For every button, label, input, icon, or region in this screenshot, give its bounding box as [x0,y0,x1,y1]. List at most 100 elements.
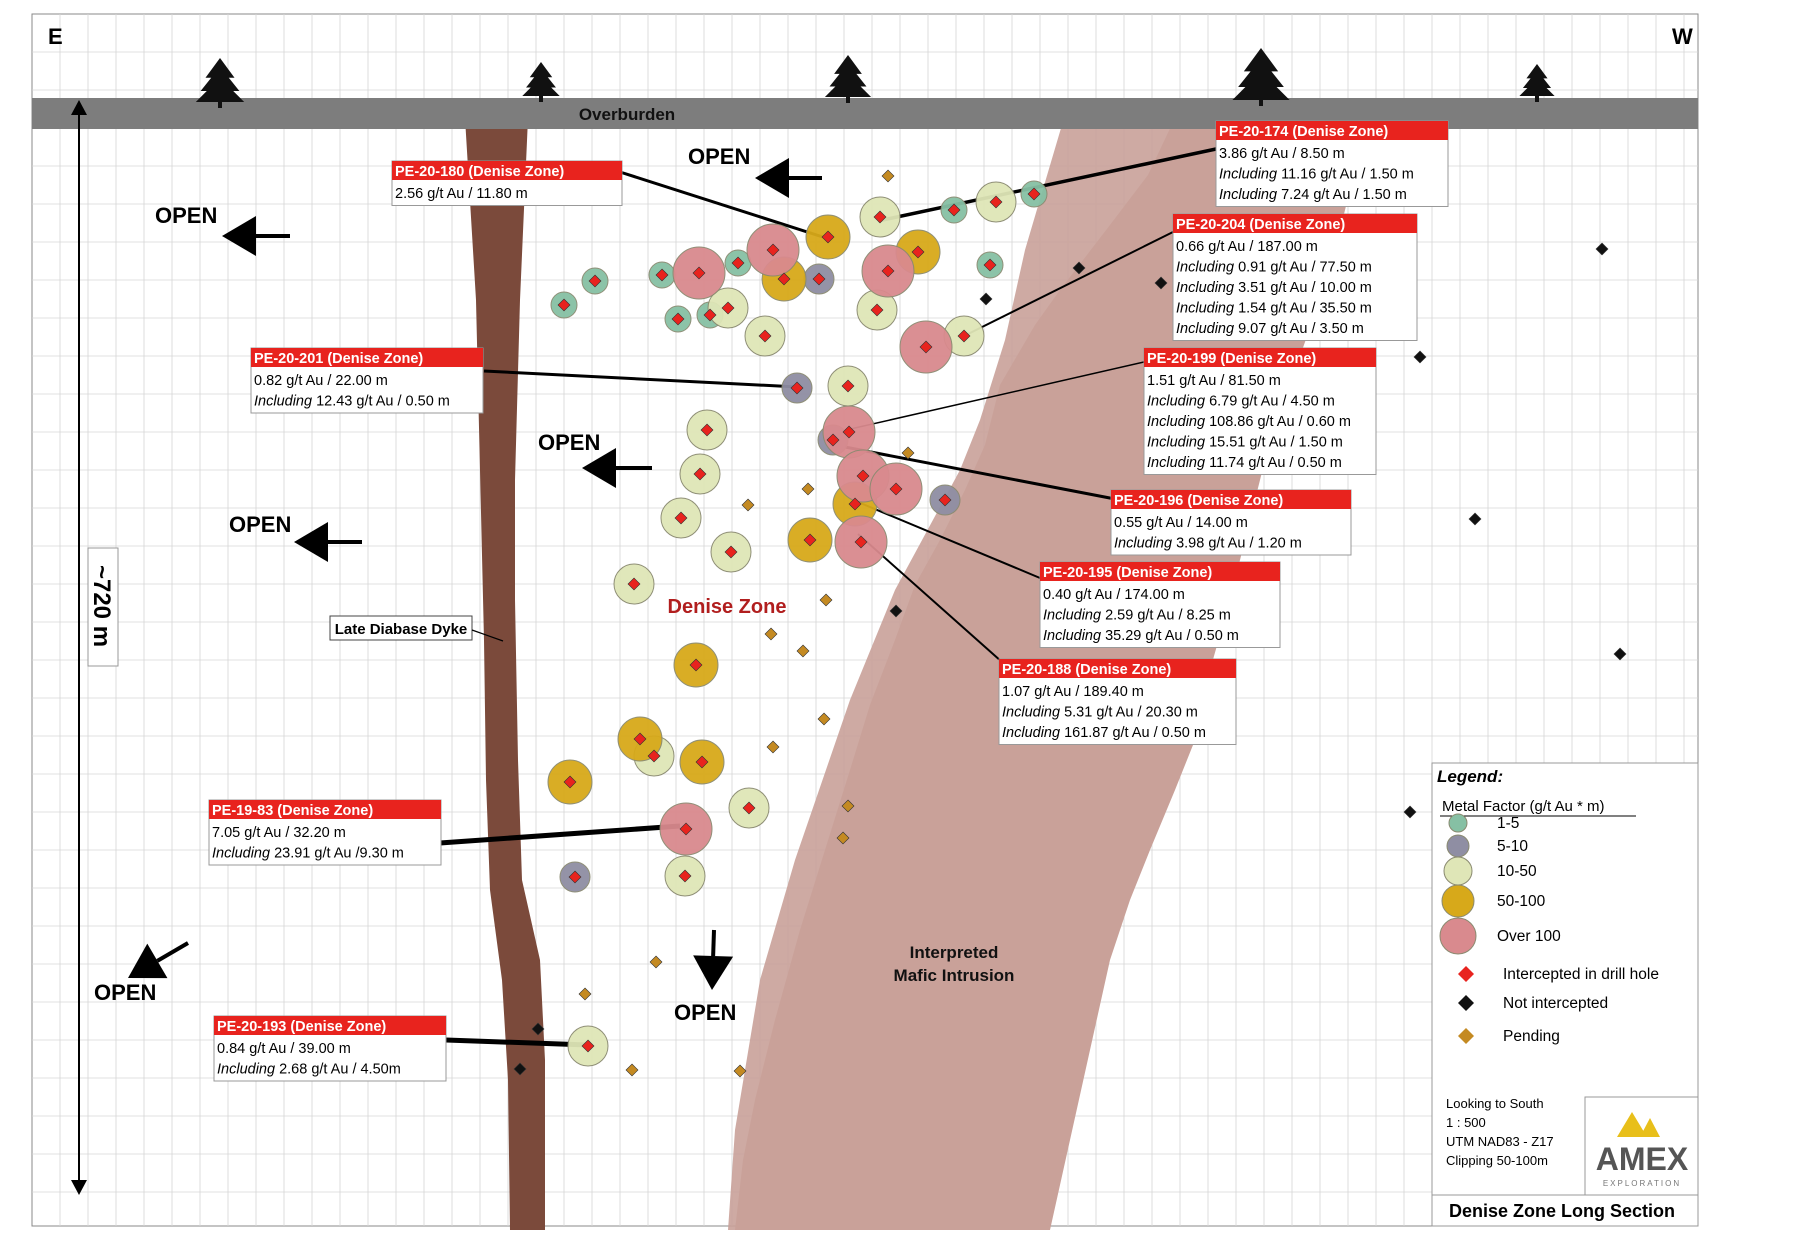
callout-title: PE-20-199 (Denise Zone) [1147,351,1316,367]
open-label: OPEN [688,144,750,169]
callout-line: 0.55 g/t Au / 14.00 m [1114,515,1248,531]
amex-logo-mountain-icon [1617,1112,1660,1137]
pending-marker [578,987,592,1001]
dyke-label-pointer [471,629,504,642]
callout-header [214,1016,446,1035]
callout-line: 1.51 g/t Au / 81.50 m [1147,373,1281,389]
tree-icon [1232,48,1290,106]
info-line-4: Clipping 50-100m [1446,1153,1548,1168]
intercepted-marker [947,203,961,217]
drill-hole-callout: PE-20-193 (Denise Zone)0.84 g/t Au / 39.… [213,1015,447,1082]
legend-label: Intercepted in drill hole [1503,966,1659,983]
open-label: OPEN [94,980,156,1005]
legend-label: 5-10 [1497,838,1528,855]
overburden-label: Overburden [579,105,675,124]
open-arrow-head-icon [693,955,734,990]
callout-line: Including 3.51 g/t Au / 10.00 m [1176,280,1372,296]
late-diabase-dyke [465,118,545,1230]
intrusion-label-line1: Interpreted [910,943,999,962]
intercepted-marker [655,268,669,282]
callout-line: 2.56 g/t Au / 11.80 m [395,186,528,202]
leader-line [857,501,1041,579]
legend-item: 50-100 [1441,884,1546,918]
intercepted-marker [957,329,971,343]
not-intercepted-marker [1413,350,1427,364]
legend-item: Intercepted in drill hole [1458,966,1659,983]
callout-title: PE-20-196 (Denise Zone) [1114,493,1283,509]
callout-header [251,348,483,367]
callout-title: PE-20-174 (Denise Zone) [1219,124,1388,140]
not-intercepted-marker [1403,805,1417,819]
depth-arrow-bottom-icon [71,1180,87,1195]
pending-marker [836,831,850,845]
callout-title: PE-20-188 (Denise Zone) [1002,662,1171,678]
legend-swatch [1446,834,1470,858]
callout-title: PE-20-193 (Denise Zone) [217,1019,386,1035]
intercepted-marker [700,423,714,437]
legend-label: Not intercepted [1503,995,1608,1012]
intercepted-marker [821,230,835,244]
callout-header [392,161,622,180]
callout-line: Including 7.24 g/t Au / 1.50 m [1219,187,1407,203]
intercepted-marker [703,308,717,322]
logo-name: AMEX [1596,1141,1689,1177]
legend-label: Over 100 [1497,928,1561,945]
callout-line: Including 2.59 g/t Au / 8.25 m [1043,608,1231,624]
pending-marker [733,1064,747,1078]
callout-line: Including 23.91 g/t Au /9.30 m [212,846,404,862]
intercepted-marker [803,533,817,547]
intercepted-marker [758,329,772,343]
callout-line: Including 3.98 g/t Au / 1.20 m [1114,536,1302,552]
pending-marker [819,593,833,607]
drill-hole-callout: PE-20-195 (Denise Zone)0.40 g/t Au / 174… [1039,561,1281,648]
intercepted-marker [983,258,997,272]
west-label: W [1672,24,1693,49]
callout-header [209,800,441,819]
intercepted-marker [873,210,887,224]
callout-line: Including 11.74 g/t Au / 0.50 m [1147,455,1342,471]
denise-zone-label: Denise Zone [668,596,787,618]
pending-marker [817,712,831,726]
callout-header [1040,562,1280,581]
not-intercepted-marker [1154,276,1168,290]
leader-line [445,1037,589,1048]
open-label: OPEN [155,203,217,228]
legend-swatch [1443,856,1473,886]
leader-line [845,361,1145,431]
intercepted-marker [581,1039,595,1053]
open-arrow-shaft [156,941,190,963]
pending-marker [841,799,855,813]
drill-hole-callout: PE-20-196 (Denise Zone) 0.55 g/t Au / 14.… [1110,489,1352,556]
tree-icons [195,48,1555,108]
intercepted-marker [938,493,952,507]
pending-marker [741,498,755,512]
legend-item: 10-50 [1443,856,1537,886]
open-label: OPEN [229,512,291,537]
intercepted-marker [842,425,856,439]
open-arrow-shaft [711,929,716,957]
callout-line: 0.66 g/t Au / 187.00 m [1176,239,1318,255]
leader-lines [439,147,1217,1048]
drill-hole-callout: PE-19-83 (Denise Zone)7.05 g/t Au / 32.2… [208,799,442,866]
section-title-box [1431,1194,1699,1227]
intercepted-marker [693,467,707,481]
intercepted-marker [777,272,791,286]
callout-line: Including 0.91 g/t Au / 77.50 m [1176,260,1372,276]
legend-item: Not intercepted [1458,995,1608,1012]
intercepted-marker [721,301,735,315]
not-intercepted-marker [1613,647,1627,661]
intercepted-marker [790,381,804,395]
callout-line: 7.05 g/t Au / 32.20 m [212,825,346,841]
intercepted-marker [889,482,903,496]
open-arrow-head-icon [294,522,328,562]
not-intercepted-marker [531,1022,545,1036]
legend-swatch [1458,1028,1474,1044]
pending-marker [764,627,778,641]
open-arrow-head-icon [582,448,616,488]
intercepted-marker [731,256,745,270]
drill-hole-callout: PE-20-174 (Denise Zone)3.86 g/t Au / 8.5… [1215,120,1449,207]
intercepted-marker [678,869,692,883]
info-line-1: Looking to South [1446,1096,1544,1111]
leader-line [439,823,681,846]
drill-hole-callout: PE-20-188 (Denise Zone)1.07 g/t Au / 189… [998,658,1237,745]
